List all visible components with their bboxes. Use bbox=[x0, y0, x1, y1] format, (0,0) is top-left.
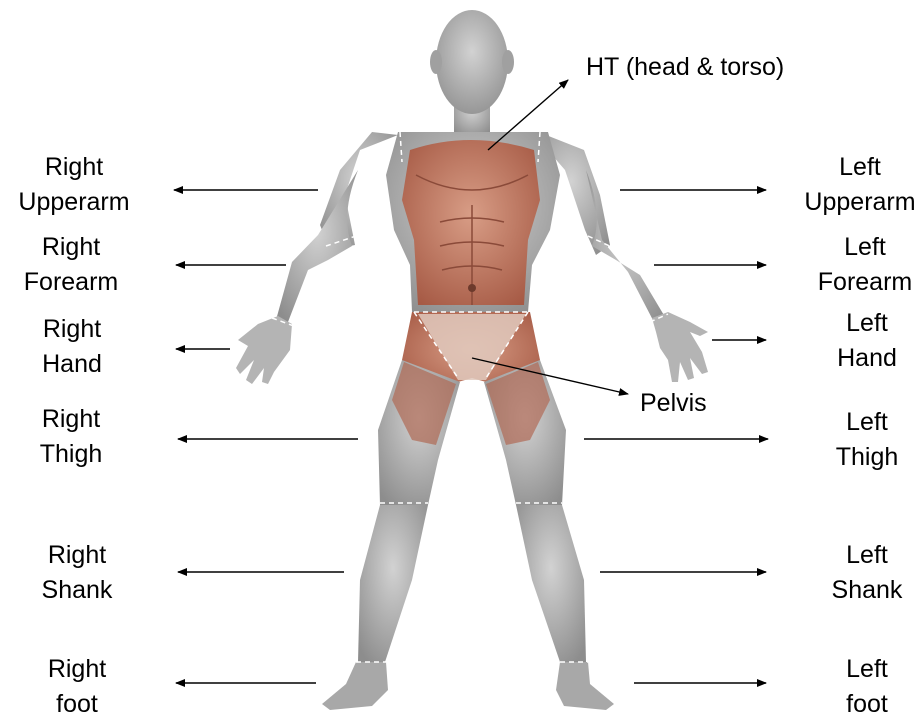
label-pelvis: Pelvis bbox=[640, 386, 707, 421]
label-left-forearm: Left Forearm bbox=[806, 230, 924, 300]
legs bbox=[358, 360, 586, 662]
label-left-hand: Left Hand bbox=[810, 306, 924, 376]
label-left-shank: Left Shank bbox=[810, 538, 924, 608]
label-right-hand: Right Hand bbox=[0, 312, 144, 382]
label-right-foot: Right foot bbox=[0, 652, 154, 722]
label-right-upperarm: Right Upperarm bbox=[0, 150, 148, 220]
label-right-thigh: Right Thigh bbox=[0, 402, 142, 472]
label-right-shank: Right Shank bbox=[0, 538, 154, 608]
label-ht: HT (head & torso) bbox=[586, 50, 784, 85]
label-right-forearm: Right Forearm bbox=[0, 230, 142, 300]
head bbox=[430, 10, 514, 135]
label-left-foot: Left foot bbox=[810, 652, 924, 722]
feet bbox=[322, 662, 614, 710]
label-left-upperarm: Left Upperarm bbox=[796, 150, 924, 220]
label-left-thigh: Left Thigh bbox=[810, 405, 924, 475]
torso bbox=[386, 132, 560, 312]
navel bbox=[468, 284, 476, 292]
